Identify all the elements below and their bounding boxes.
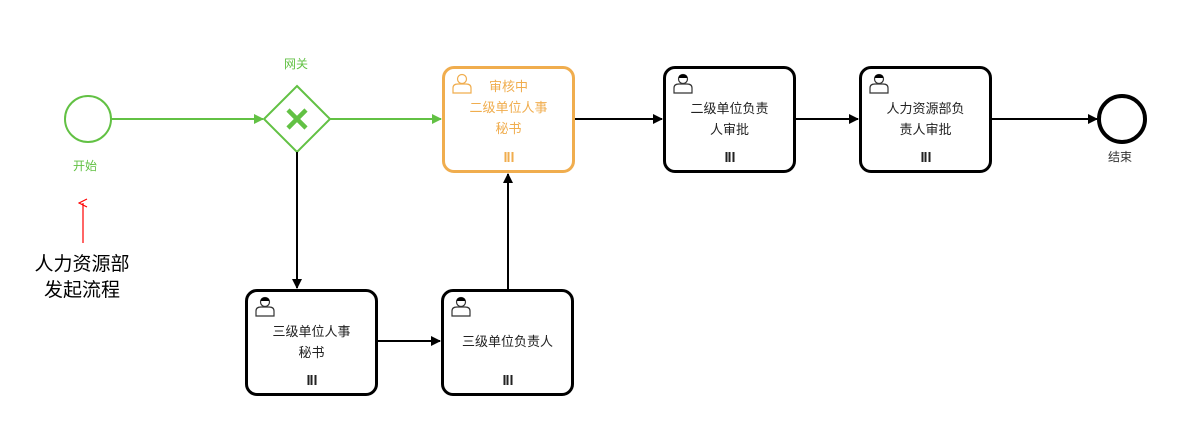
x-icon xyxy=(286,108,308,130)
annotation-line-2: 发起流程 xyxy=(43,279,120,301)
task-hr-head-approval[interactable]: 人力资源部负 责人审批 xyxy=(859,66,992,173)
task-label: 二级单位负责 人审批 xyxy=(690,102,769,138)
parallel-multi-instance-icon xyxy=(725,152,734,162)
task-tertiary-hr-secretary[interactable]: 三级单位人事 秘书 xyxy=(245,289,378,396)
annotation-line-1: 人力资源部 xyxy=(34,253,130,275)
user-icon xyxy=(673,73,693,94)
parallel-multi-instance-icon xyxy=(921,152,930,162)
annotation-text: 人力资源部 发起流程 xyxy=(22,251,142,303)
user-icon xyxy=(452,73,472,94)
start-event-label: 开始 xyxy=(73,159,98,173)
user-icon xyxy=(451,296,471,317)
gateway-label: 网关 xyxy=(284,57,309,71)
task-label: 二级单位人事 秘书 xyxy=(469,101,548,137)
parallel-multi-instance-icon xyxy=(504,152,513,162)
task-label: 人力资源部负 责人审批 xyxy=(886,102,965,138)
task-label: 三级单位负责人 xyxy=(461,335,553,350)
task-secondary-head-approval[interactable]: 二级单位负责 人审批 xyxy=(663,66,796,173)
end-event-label: 结束 xyxy=(1108,150,1133,164)
task-status: 审核中 xyxy=(488,80,528,95)
end-event[interactable] xyxy=(1097,94,1147,144)
user-icon xyxy=(869,73,889,94)
start-event[interactable] xyxy=(64,95,112,143)
task-label: 三级单位人事 秘书 xyxy=(272,325,351,361)
parallel-multi-instance-icon xyxy=(503,375,512,385)
parallel-multi-instance-icon xyxy=(307,375,316,385)
user-icon xyxy=(255,296,275,317)
task-tertiary-head[interactable]: 三级单位负责人 xyxy=(441,289,574,396)
task-secondary-hr-secretary[interactable]: 审核中 二级单位人事 秘书 xyxy=(442,66,575,173)
